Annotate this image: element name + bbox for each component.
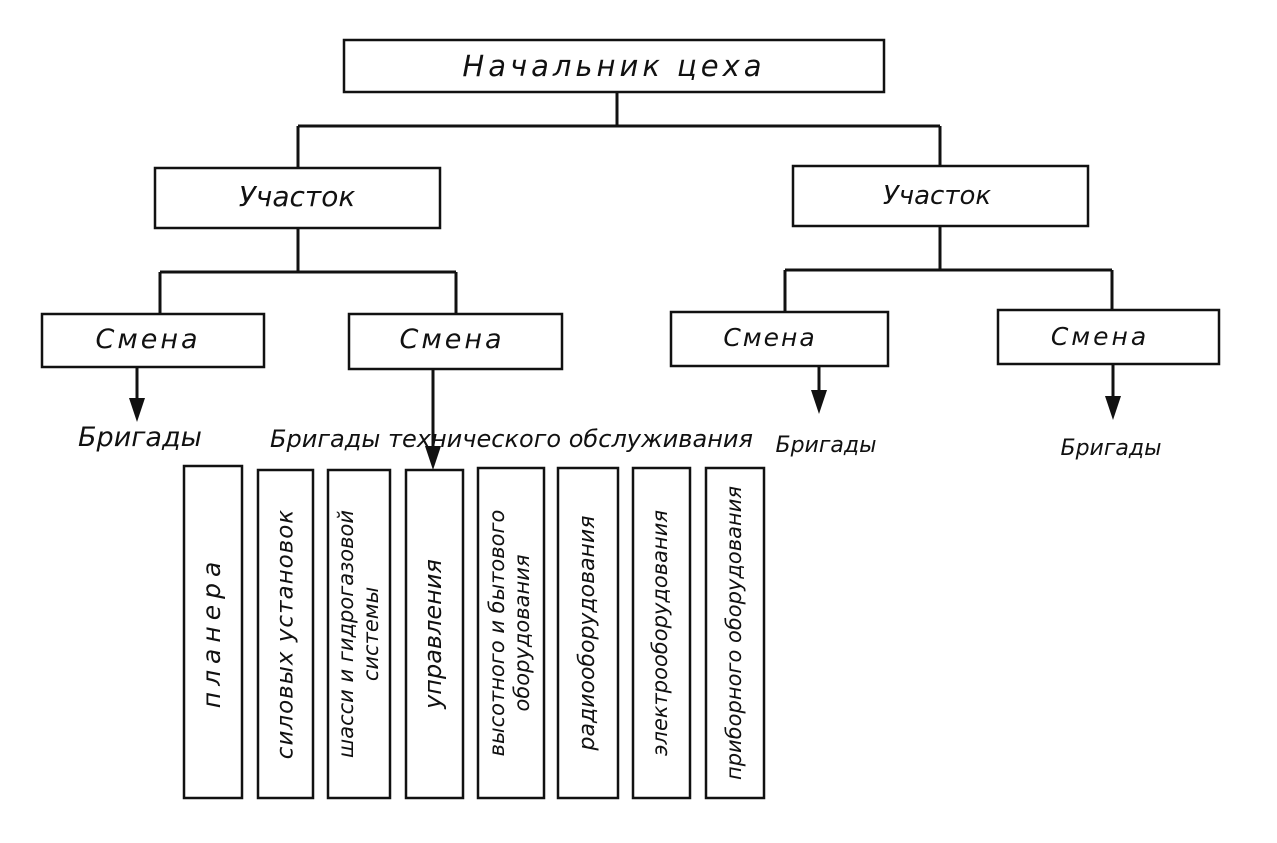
root-node: Начальник цеха	[342, 38, 886, 94]
team-label-2-line-1: силовых установок	[273, 509, 299, 759]
shift-label-2: Смена	[399, 324, 504, 355]
team-label-3-line-2: системы	[359, 587, 383, 681]
shift-node-3: Смена	[669, 310, 890, 368]
shift-node-4: Смена	[996, 308, 1221, 366]
team-label-7-line-1: электрооборудования	[648, 510, 672, 756]
section-node-1: Участок	[153, 166, 442, 230]
team-label-8-line-1: приборного оборудования	[722, 486, 746, 780]
team-box-2	[256, 468, 315, 800]
root-label: Начальник цеха	[462, 49, 765, 83]
section-box-2	[791, 164, 1090, 228]
team-label-1-line-1: планера	[197, 556, 226, 709]
section-label-2: Участок	[883, 181, 991, 211]
team-box-4	[404, 468, 465, 800]
maintenance-teams: планера силовых установок шасси и гидрог…	[182, 464, 766, 800]
maintenance-title: Бригады технического обслуживания	[270, 425, 753, 453]
arrow-shift3	[811, 390, 827, 414]
shift-label-4: Смена	[1051, 322, 1149, 351]
team-box-5	[476, 466, 546, 800]
connectors	[129, 92, 1121, 470]
brigades-label-1: Бригады	[78, 422, 202, 453]
team-label-5-line-2: оборудования	[510, 554, 534, 711]
root-box	[342, 38, 886, 94]
arrow-shift1	[129, 398, 145, 422]
brigades-label-2: Бригады	[776, 433, 877, 458]
team-box-3	[326, 468, 392, 800]
shift-node-1: Смена	[40, 312, 266, 369]
team-label-5-line-1: высотного и бытового	[485, 510, 509, 757]
shift-label-3: Смена	[723, 323, 816, 352]
shift-box-1	[40, 312, 266, 369]
section-node-2: Участок	[791, 164, 1090, 228]
shift-label-1: Смена	[95, 324, 200, 355]
section-label-1: Участок	[239, 180, 356, 213]
team-label-3-line-1: шасси и гидрогазовой	[334, 510, 358, 758]
shift-node-2: Смена	[347, 312, 564, 371]
team-box-7	[631, 466, 692, 800]
team-label-4-line-1: управления	[419, 559, 447, 710]
shift-box-2	[347, 312, 564, 371]
arrow-shift2	[425, 446, 441, 470]
team-box-8	[704, 466, 766, 800]
team-box-1	[182, 464, 244, 800]
team-box-6	[556, 466, 620, 800]
brigades-label-3: Бригады	[1061, 436, 1162, 461]
shift-box-4	[996, 308, 1221, 366]
shift-box-3	[669, 310, 890, 368]
team-label-6-line-1: радиооборудования	[575, 516, 600, 752]
arrow-shift4	[1105, 396, 1121, 420]
section-box-1	[153, 166, 442, 230]
